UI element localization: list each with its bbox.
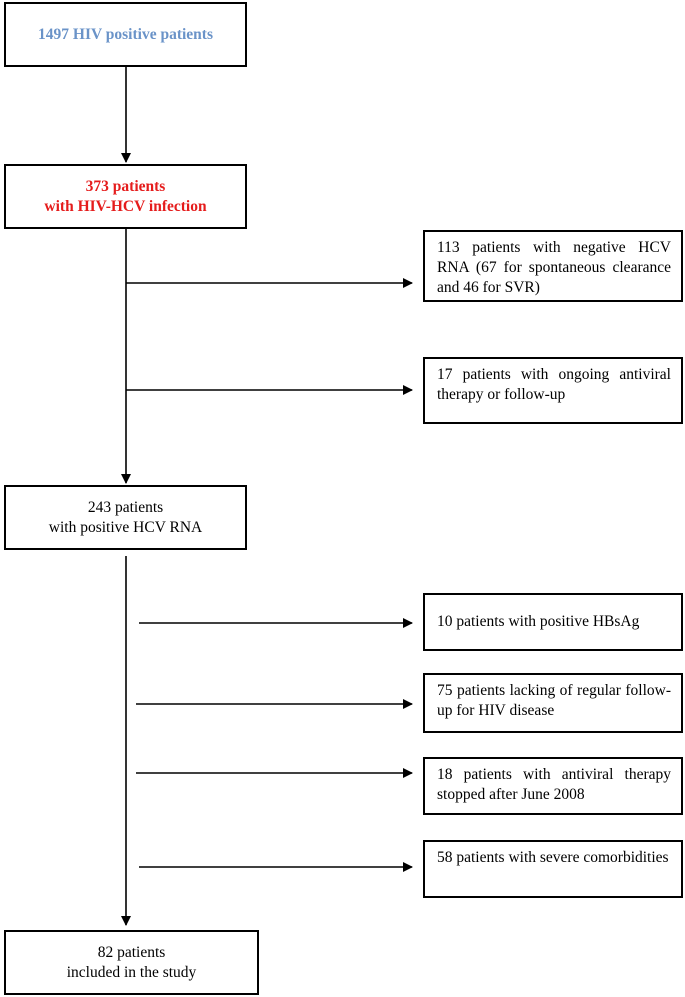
box-exclusion-ongoing-therapy: 17 patients with ongoing antiviral thera… (423, 357, 683, 424)
box-coinfected-patients: 373 patients with HIV-HCV infection (4, 164, 247, 229)
exclusion-stopped-therapy-label: 18 patients with antiviral therapy stopp… (437, 766, 671, 803)
exclusion-hbsag-label: 10 patients with positive HBsAg (437, 613, 640, 630)
exclusion-lacking-followup-label: 75 patients lacking of regular follow-up… (437, 682, 671, 719)
box-exclusion-hbsag: 10 patients with positive HBsAg (423, 593, 683, 651)
included-count-label: 82 patients (97, 943, 166, 961)
box-exclusion-stopped-therapy: 18 patients with antiviral therapy stopp… (423, 757, 683, 815)
included-description-label: included in the study (66, 963, 197, 981)
box-exclusion-comorbidities: 58 patients with severe comorbidities (423, 840, 683, 898)
exclusion-negative-rna-label: 113 patients with negative HCV RNA (67 f… (437, 239, 671, 296)
box-included-patients: 82 patients included in the study (4, 930, 259, 995)
exclusion-ongoing-therapy-label: 17 patients with ongoing antiviral thera… (437, 366, 671, 403)
coinfected-count-label: 373 patients (85, 177, 166, 195)
box-exclusion-lacking-followup: 75 patients lacking of regular follow-up… (423, 673, 683, 733)
box-positive-rna-patients: 243 patients with positive HCV RNA (4, 485, 247, 550)
exclusion-comorbidities-label: 58 patients with severe comorbidities (437, 849, 669, 866)
coinfected-description-label: with HIV-HCV infection (44, 197, 207, 215)
positive-rna-description-label: with positive HCV RNA (48, 518, 203, 536)
box-total-patients: 1497 HIV positive patients (4, 2, 247, 67)
box-exclusion-negative-rna: 113 patients with negative HCV RNA (67 f… (423, 230, 683, 302)
total-patients-label: 1497 HIV positive patients (38, 25, 213, 43)
positive-rna-count-label: 243 patients (87, 498, 164, 516)
